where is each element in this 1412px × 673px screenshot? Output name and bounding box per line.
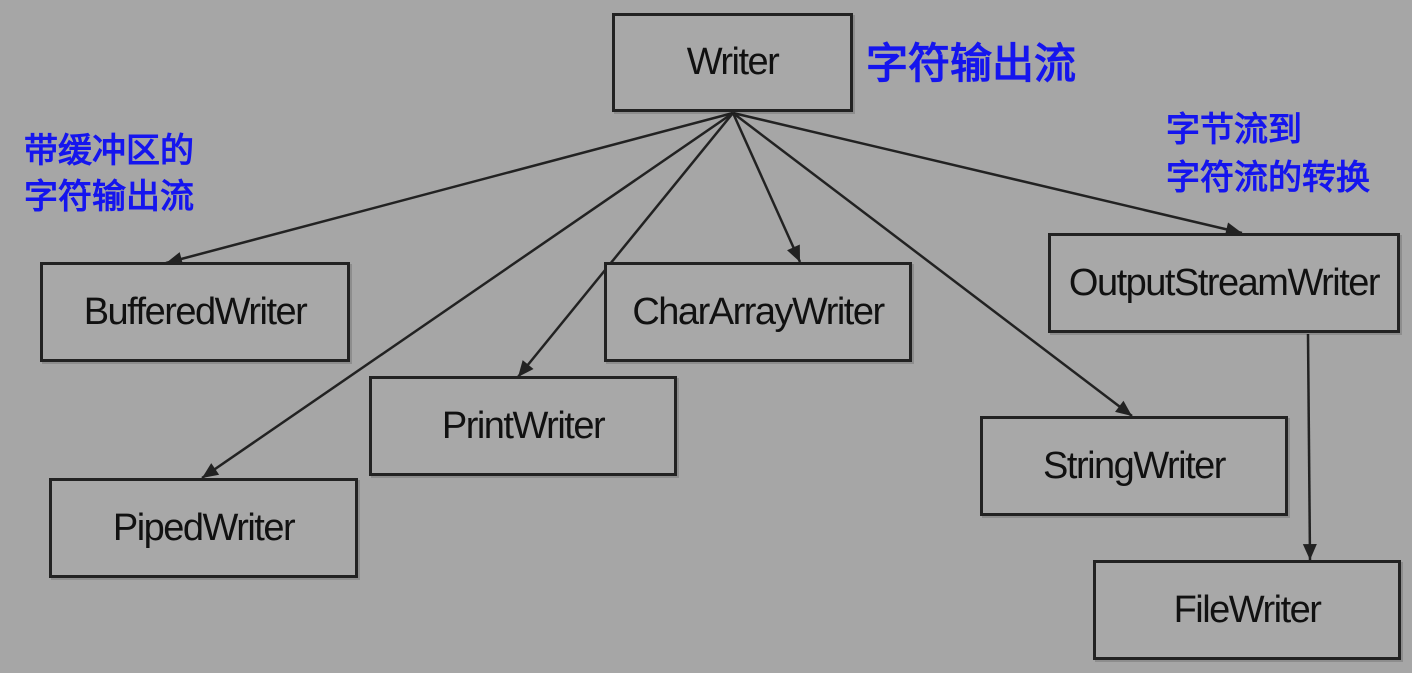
string-writer-node: StringWriter: [980, 416, 1288, 516]
arrow-line-writer-to-print_writer: [517, 112, 734, 378]
arrowhead-string_writer: [1115, 400, 1132, 416]
writer-node: Writer: [612, 13, 853, 112]
writer-label: Writer: [686, 41, 780, 83]
arrow-line-writer-to-char_array_writer: [731, 112, 802, 263]
arrowhead-piped_writer: [202, 463, 220, 478]
arrow-line-writer-to-string_writer: [732, 112, 1133, 417]
piped-writer-label: PipedWriter: [112, 506, 296, 549]
string-writer-label: StringWriter: [1043, 444, 1226, 487]
buffered-writer-node: BufferedWriter: [40, 262, 350, 362]
output-stream-writer-label: OutputStreamWriter: [1068, 261, 1381, 304]
print-writer-label: PrintWriter: [441, 404, 606, 447]
print-writer-node: PrintWriter: [369, 376, 677, 476]
byte-to-char-conversion-note: 字节流到 字符流的转换: [1166, 106, 1370, 202]
output-stream-writer-node: OutputStreamWriter: [1048, 233, 1400, 333]
piped-writer-node: PipedWriter: [49, 478, 358, 578]
arrowhead-file_writer: [1302, 543, 1317, 560]
arrow-line-writer-to-buffered_writer: [165, 111, 734, 265]
arrow-line-writer-to-output_stream_writer: [732, 111, 1243, 235]
file-writer-label: FileWriter: [1173, 588, 1322, 631]
file-writer-node: FileWriter: [1093, 560, 1401, 660]
arrowhead-output_stream_writer: [1224, 222, 1242, 237]
char-array-writer-node: CharArrayWriter: [604, 262, 912, 362]
buffered-note-line-2: 字符输出流: [24, 177, 194, 217]
char-array-writer-label: CharArrayWriter: [632, 290, 885, 333]
buffered-note-line-1: 带缓冲区的: [24, 131, 194, 171]
character-output-stream-text: 字符输出流: [866, 39, 1077, 88]
arrowhead-char_array_writer: [787, 244, 800, 262]
arrow-line-writer-to-piped_writer: [201, 111, 734, 480]
character-output-stream-note: 字符输出流: [866, 30, 1076, 91]
arrow-line-output_stream_writer-to-file_writer: [1306, 333, 1312, 561]
arrowhead-print_writer: [518, 360, 534, 377]
conversion-note-line-2: 字符流的转换: [1166, 158, 1370, 198]
buffered-output-note: 带缓冲区的 字符输出流: [24, 128, 194, 220]
conversion-note-line-1: 字节流到: [1166, 110, 1302, 150]
buffered-writer-label: BufferedWriter: [83, 290, 308, 333]
